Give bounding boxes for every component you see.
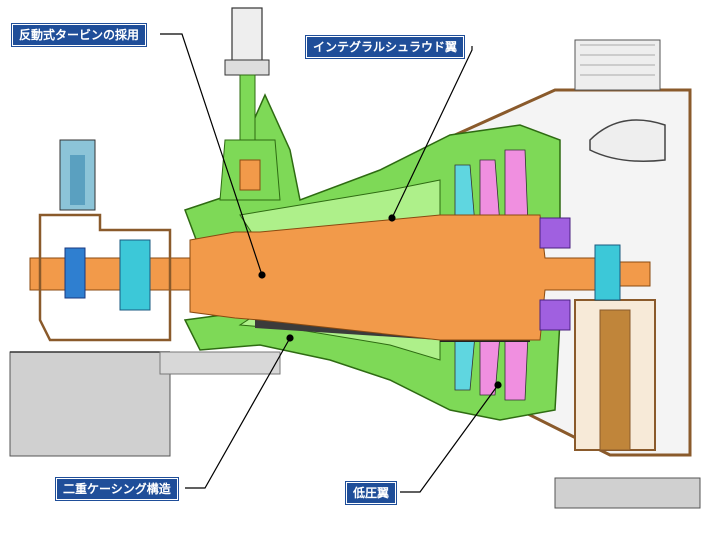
foundation-right xyxy=(554,477,701,509)
leader-lines xyxy=(160,33,502,493)
callout-integral-shroud-blade: インテグラルシュラウド翼 xyxy=(306,36,465,58)
front-bearing-housing xyxy=(38,139,172,342)
foundation-mid xyxy=(159,351,281,375)
steam-valve xyxy=(219,7,281,201)
callout-reaction-turbine: 反動式タービンの採用 xyxy=(12,24,147,46)
callout-low-pressure-blade: 低圧翼 xyxy=(346,482,397,504)
callout-double-casing: 二重ケーシング構造 xyxy=(56,478,178,500)
foundation-left xyxy=(9,351,171,457)
rear-bearing xyxy=(539,217,621,331)
